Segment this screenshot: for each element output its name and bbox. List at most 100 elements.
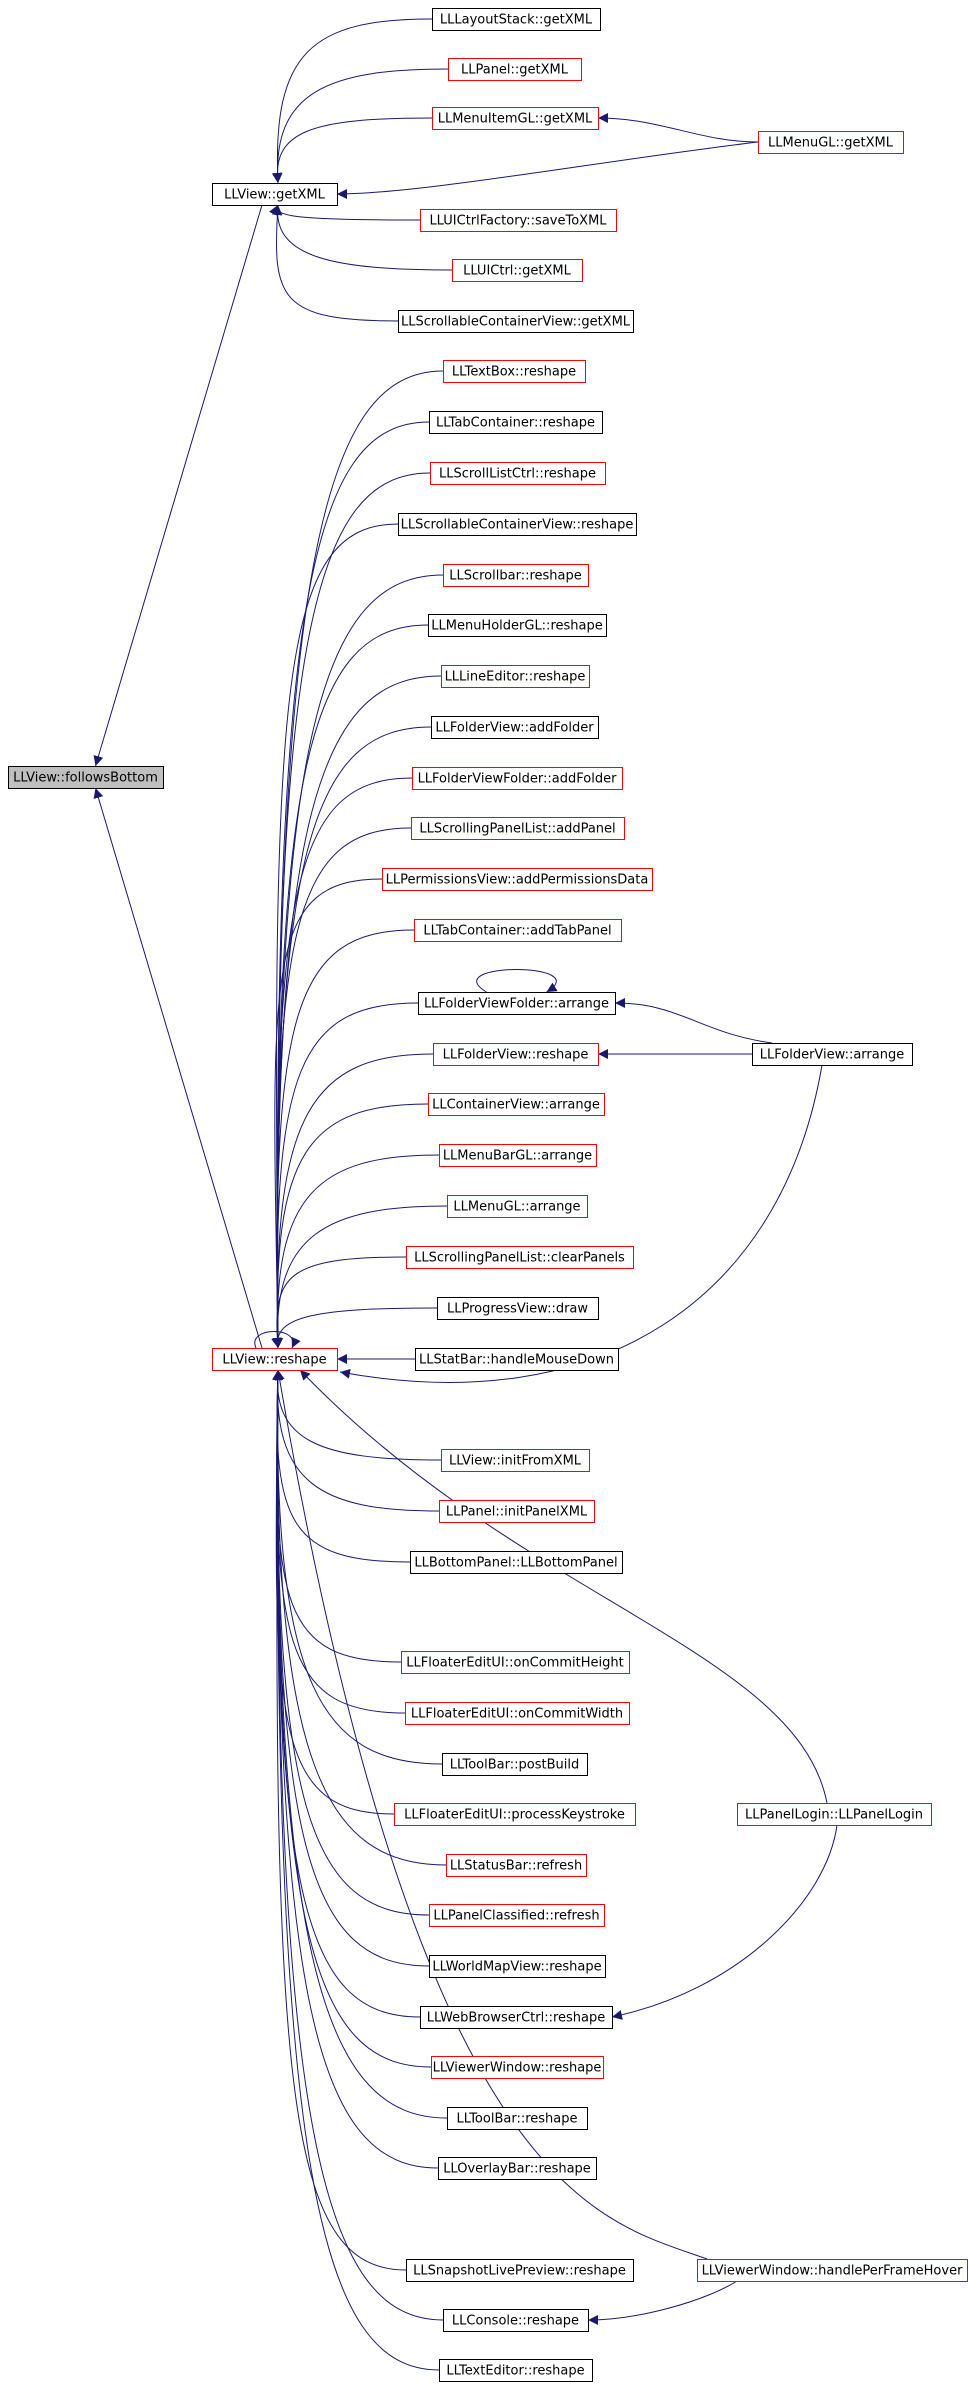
edge-folder-view-folder-add-folder-to-reshape: [272, 777, 413, 1349]
node-floater-edit-ui-on-commit-width[interactable]: LLFloaterEditUI::onCommitWidth: [405, 1702, 630, 1725]
node-box: [428, 1093, 605, 1116]
edge-text-editor-reshape-to-reshape: [272, 1369, 440, 2371]
node-viewer-window-reshape[interactable]: LLViewerWindow::reshape: [431, 2056, 604, 2079]
node-folder-view-arrange[interactable]: LLFolderView::arrange: [752, 1043, 913, 1066]
edge-panel-classified-refresh-to-reshape: [272, 1369, 430, 1916]
node-label: LLLineEditor::reshape: [445, 670, 586, 685]
node-panel-init-panel-xml[interactable]: LLPanel::initPanelXML: [439, 1500, 595, 1523]
node-scrolling-panel-list-clear-panels[interactable]: LLScrollingPanelList::clearPanels: [406, 1246, 634, 1269]
edge-scroll-list-ctrl-reshape-to-reshape: [272, 472, 431, 1349]
node-floater-edit-ui-on-commit-height[interactable]: LLFloaterEditUI::onCommitHeight: [401, 1651, 630, 1674]
node-scrollbar-reshape[interactable]: LLScrollbar::reshape: [443, 564, 589, 587]
node-console-reshape[interactable]: LLConsole::reshape: [443, 2309, 589, 2332]
edge-ui-ctrl-get-xml-to-get-xml: [271, 204, 453, 271]
node-tab-container-add-tab-panel[interactable]: LLTabContainer::addTabPanel: [414, 919, 622, 942]
node-box: [439, 1144, 597, 1167]
node-panel-get-xml[interactable]: LLPanel::getXML: [448, 58, 582, 81]
node-folder-view-reshape[interactable]: LLFolderView::reshape: [433, 1043, 599, 1066]
node-line-editor-reshape[interactable]: LLLineEditor::reshape: [441, 665, 590, 688]
node-viewer-window-handle-per-frame-hover[interactable]: LLViewerWindow::handlePerFrameHover: [697, 2259, 968, 2282]
node-box: [697, 2259, 968, 2282]
node-box: [8, 766, 164, 789]
node-box: [398, 310, 634, 333]
node-box: [438, 2157, 597, 2180]
edge-menu-item-gl-get-xml-to-get-xml: [271, 117, 433, 184]
edge-get-xml-to-follows-bottom: [93, 204, 263, 767]
edge-ui-ctrl-factory-save-to-xml-to-get-xml: [269, 204, 421, 221]
node-label: LLFolderView::reshape: [443, 1048, 589, 1063]
node-folder-view-folder-add-folder[interactable]: LLFolderViewFolder::addFolder: [412, 767, 623, 790]
node-panel-login-ll-panel-login[interactable]: LLPanelLogin::LLPanelLogin: [737, 1803, 932, 1826]
node-box: [439, 2359, 593, 2382]
edge-viewer-window-handle-per-frame-hover-to-console-reshape: [587, 2280, 738, 2325]
node-scroll-list-ctrl-reshape[interactable]: LLScrollListCtrl::reshape: [430, 462, 606, 485]
node-menu-gl-arrange[interactable]: LLMenuGL::arrange: [447, 1195, 588, 1218]
edge-scrollbar-reshape-to-reshape: [272, 574, 444, 1349]
node-label: LLBottomPanel::LLBottomPanel: [414, 1556, 617, 1571]
node-label: LLToolBar::postBuild: [450, 1758, 579, 1773]
node-label: LLStatBar::handleMouseDown: [419, 1353, 614, 1368]
node-box: [752, 1043, 913, 1066]
node-menu-holder-gl-reshape[interactable]: LLMenuHolderGL::reshape: [428, 614, 607, 637]
node-box: [443, 564, 589, 587]
node-menu-bar-gl-arrange[interactable]: LLMenuBarGL::arrange: [439, 1144, 597, 1167]
node-folder-view-folder-arrange[interactable]: LLFolderViewFolder::arrange: [418, 992, 616, 1015]
node-view-init-from-xml[interactable]: LLView::initFromXML: [441, 1449, 590, 1472]
edge-web-browser-ctrl-reshape-to-reshape: [272, 1369, 421, 2018]
node-layout-stack-get-xml[interactable]: LLLayoutStack::getXML: [432, 8, 601, 31]
node-label: LLView::getXML: [224, 188, 325, 203]
node-label: LLConsole::reshape: [452, 2314, 579, 2329]
node-follows-bottom[interactable]: LLView::followsBottom: [8, 766, 164, 789]
node-text-editor-reshape[interactable]: LLTextEditor::reshape: [439, 2359, 593, 2382]
node-progress-view-draw[interactable]: LLProgressView::draw: [437, 1297, 599, 1320]
node-label: LLFolderViewFolder::addFolder: [418, 772, 618, 787]
node-web-browser-ctrl-reshape[interactable]: LLWebBrowserCtrl::reshape: [420, 2006, 613, 2029]
node-label: LLPermissionsView::addPermissionsData: [386, 873, 649, 888]
node-get-xml[interactable]: LLView::getXML: [212, 183, 338, 206]
node-label: LLMenuItemGL::getXML: [438, 112, 593, 127]
node-label: LLScrollingPanelList::addPanel: [419, 822, 615, 837]
node-label: LLTextEditor::reshape: [446, 2364, 584, 2379]
node-scrolling-panel-list-add-panel[interactable]: LLScrollingPanelList::addPanel: [411, 817, 625, 840]
node-text-box-reshape[interactable]: LLTextBox::reshape: [443, 360, 586, 383]
edge-menu-gl-get-xml-to-menu-item-gl-get-xml: [597, 113, 759, 143]
node-tab-container-reshape[interactable]: LLTabContainer::reshape: [429, 411, 603, 434]
node-ui-ctrl-get-xml[interactable]: LLUICtrl::getXML: [452, 259, 583, 282]
node-box: [446, 1854, 587, 1877]
node-container-view-arrange[interactable]: LLContainerView::arrange: [428, 1093, 605, 1116]
node-reshape[interactable]: LLView::reshape: [212, 1348, 338, 1371]
edge-bottom-panel-ll-bottom-panel-to-reshape: [272, 1369, 411, 1563]
node-scrollable-container-view-reshape[interactable]: LLScrollableContainerView::reshape: [398, 513, 637, 536]
node-box: [414, 919, 622, 942]
node-box: [431, 716, 599, 739]
node-floater-edit-ui-process-keystroke[interactable]: LLFloaterEditUI::processKeystroke: [394, 1803, 636, 1826]
edge-layout-stack-get-xml-to-get-xml: [272, 18, 433, 184]
node-box: [401, 1651, 630, 1674]
node-label: LLMenuBarGL::arrange: [443, 1149, 592, 1164]
node-bottom-panel-ll-bottom-panel[interactable]: LLBottomPanel::LLBottomPanel: [410, 1551, 623, 1574]
node-stat-bar-handle-mouse-down[interactable]: LLStatBar::handleMouseDown: [415, 1348, 619, 1371]
edge-folder-view-reshape-to-reshape: [272, 1053, 434, 1349]
node-label: LLWorldMapView::reshape: [432, 1960, 601, 1975]
edge-view-init-from-xml-to-reshape: [272, 1369, 442, 1461]
node-panel-classified-refresh[interactable]: LLPanelClassified::refresh: [429, 1904, 605, 1927]
node-box: [432, 8, 601, 31]
edge-folder-view-folder-arrange-to-reshape: [272, 1002, 419, 1349]
node-folder-view-add-folder[interactable]: LLFolderView::addFolder: [431, 716, 599, 739]
node-world-map-view-reshape[interactable]: LLWorldMapView::reshape: [429, 1955, 606, 1978]
node-box: [758, 131, 904, 154]
node-overlay-bar-reshape[interactable]: LLOverlayBar::reshape: [438, 2157, 597, 2180]
node-tool-bar-reshape[interactable]: LLToolBar::reshape: [447, 2107, 588, 2130]
node-ui-ctrl-factory-save-to-xml[interactable]: LLUICtrlFactory::saveToXML: [420, 209, 617, 232]
edge-panel-login-ll-panel-login-to-web-browser-ctrl-reshape: [611, 1824, 838, 2020]
node-box: [212, 183, 338, 206]
node-scrollable-container-view-get-xml[interactable]: LLScrollableContainerView::getXML: [398, 310, 634, 333]
node-label: LLScrollingPanelList::clearPanels: [414, 1251, 625, 1266]
node-menu-gl-get-xml[interactable]: LLMenuGL::getXML: [758, 131, 904, 154]
node-permissions-view-add-permissions-data[interactable]: LLPermissionsView::addPermissionsData: [382, 868, 653, 891]
node-box: [382, 868, 653, 891]
node-snapshot-live-preview-reshape[interactable]: LLSnapshotLivePreview::reshape: [406, 2259, 634, 2282]
node-menu-item-gl-get-xml[interactable]: LLMenuItemGL::getXML: [432, 107, 599, 130]
node-status-bar-refresh[interactable]: LLStatusBar::refresh: [446, 1854, 587, 1877]
node-tool-bar-post-build[interactable]: LLToolBar::postBuild: [442, 1753, 588, 1776]
